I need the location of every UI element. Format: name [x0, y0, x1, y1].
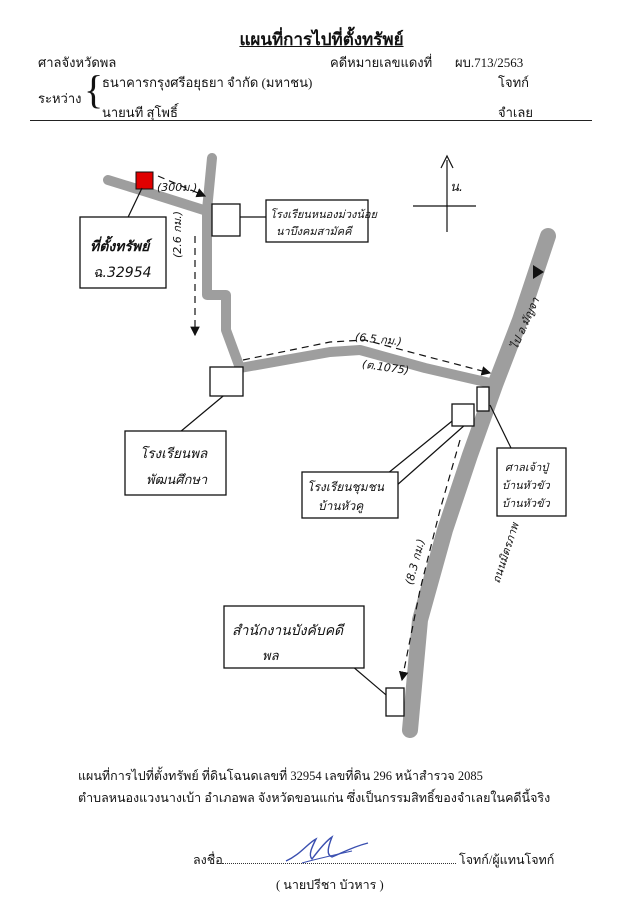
- school2-label-box: [124, 430, 227, 496]
- shrine-sublabel-1: บ้านหัวขัว: [502, 479, 550, 492]
- shrine-building: [476, 386, 490, 412]
- brace-icon: {: [84, 67, 104, 112]
- defendant-name: นายนที สุโพธิ์: [102, 105, 178, 120]
- deed-label: ฉ.32954: [93, 265, 152, 281]
- dim-east-road: [242, 339, 492, 376]
- dist-vertical: (2.6 กม.): [171, 211, 184, 258]
- signature-icon: [285, 835, 369, 864]
- road-vertical: [202, 153, 245, 373]
- page-title: แผนที่การไปที่ตั้งทรัพย์: [239, 30, 404, 49]
- school3-sublabel: บ้านหัวคู: [318, 499, 364, 513]
- between-label: ระหว่าง: [38, 91, 82, 106]
- signer-name: ( นายปรีชา บัวหาร ): [276, 878, 384, 892]
- leader-shrine: [489, 404, 513, 451]
- shrine-label-box: [496, 447, 567, 517]
- school3-label: โรงเรียนชุมชน: [307, 480, 384, 494]
- road-small: [103, 175, 215, 217]
- station-building: [385, 687, 405, 717]
- case-number: ผบ.713/2563: [455, 55, 524, 70]
- shrine-sublabel-2: บ้านหัวขัว: [502, 497, 550, 510]
- north-arrow-icon: [413, 154, 476, 232]
- case-label: คดีหมายเลขแดงที่: [330, 55, 433, 70]
- property-label: ที่ตั้งทรัพย์: [90, 239, 150, 255]
- sign-label: ลงชื่อ: [193, 853, 223, 867]
- defendant-role: จำเลย: [498, 105, 533, 120]
- shrine-label: ศาลเจ้าปู่: [505, 461, 549, 474]
- north-label: น.: [450, 180, 464, 195]
- header-divider: [30, 120, 592, 121]
- road-east: [235, 345, 495, 388]
- dim-small-road: [157, 175, 207, 198]
- dist-small-road: (300ม.): [157, 181, 198, 194]
- school1-sublabel: นาบึงคมสามัคคี: [276, 225, 352, 238]
- signature-line: [222, 863, 456, 864]
- station-label: สำนักงานบังคับคดี: [232, 623, 344, 639]
- description-line-1: แผนที่การไปที่ตั้งทรัพย์ ที่ดินโฉนดเลขที…: [78, 769, 483, 783]
- direction-arrow-icon: [533, 265, 544, 279]
- station-sublabel: พล: [262, 649, 279, 664]
- school1-label: โรงเรียนหนองม่วงน้อย: [270, 208, 377, 221]
- property-label-box: [79, 216, 167, 289]
- highway: [402, 228, 556, 738]
- school3-label-box: [301, 471, 399, 519]
- school1-label-box: [265, 199, 369, 243]
- leader-school3b: [395, 423, 467, 487]
- school2-building: [209, 366, 244, 397]
- court-name: ศาลจังหวัดพล: [38, 55, 117, 70]
- school3-building: [451, 403, 475, 427]
- plaintiff-name: ธนาคารกรุงศรีอยุธยา จำกัด (มหาชน): [102, 75, 313, 90]
- sign-role: โจทก์/ผู้แทนโจทก์: [459, 853, 555, 867]
- dim-highway: [398, 439, 461, 682]
- description-line-2: ตำบลหนองแวงนางเบ้า อำเภอพล จังหวัดขอนแก่…: [78, 791, 551, 805]
- station-label-box: [223, 605, 365, 669]
- school1-building: [211, 203, 241, 237]
- property-marker: [135, 171, 154, 190]
- plaintiff-role: โจทก์: [498, 75, 530, 90]
- school2-sublabel: พัฒนศึกษา: [146, 473, 208, 488]
- school2-label: โรงเรียนพล: [140, 446, 208, 462]
- leader-school3a: [381, 412, 463, 479]
- leader-school2: [179, 391, 229, 433]
